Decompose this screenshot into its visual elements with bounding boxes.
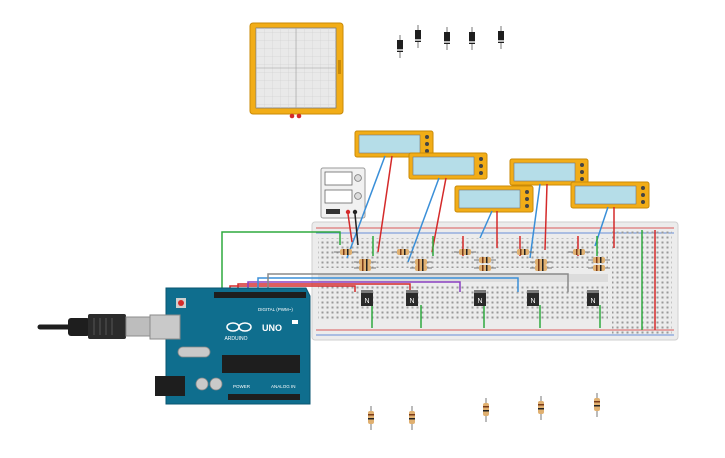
multimeter[interactable]: [509, 158, 589, 186]
digital-header[interactable]: [214, 292, 306, 298]
resistor[interactable]: [409, 406, 415, 430]
oscilloscope[interactable]: [249, 22, 344, 119]
digital-label: DIGITAL (PWM~): [258, 307, 293, 312]
diode[interactable]: [498, 26, 504, 49]
n-transistor[interactable]: N: [527, 290, 539, 306]
resistor[interactable]: [354, 265, 376, 271]
resistor[interactable]: [454, 249, 476, 255]
diode[interactable]: [397, 35, 403, 58]
arduino-uno[interactable]: ARDUINO UNO DIGITAL (PWM~) POWER ANALOG …: [149, 287, 311, 405]
breadboard[interactable]: [311, 221, 679, 341]
n-transistor[interactable]: N: [361, 290, 373, 306]
transistor-label: N: [477, 298, 482, 305]
arduino-brand: ARDUINO: [224, 336, 247, 342]
resistor[interactable]: [594, 393, 600, 417]
resistor[interactable]: [334, 249, 358, 255]
transistor-label: N: [590, 298, 595, 305]
n-transistor[interactable]: N: [474, 290, 486, 306]
power-supply[interactable]: [320, 167, 366, 219]
resistor[interactable]: [474, 257, 496, 263]
power-label: POWER: [233, 384, 251, 389]
transistor-label: N: [364, 298, 369, 305]
power-analog-header[interactable]: [228, 394, 300, 400]
transistor-label: N: [530, 298, 535, 305]
resistor[interactable]: [474, 265, 496, 271]
n-transistor[interactable]: N: [587, 290, 599, 306]
breadboard-resistors: [334, 249, 610, 271]
arduino-model: UNO: [262, 323, 282, 333]
resistor[interactable]: [530, 259, 552, 265]
resistor[interactable]: [410, 265, 432, 271]
transistor-label: N: [409, 298, 414, 305]
usb-cable[interactable]: [37, 314, 153, 339]
diode[interactable]: [444, 27, 450, 50]
power-jack: [155, 376, 185, 396]
resistor[interactable]: [530, 265, 552, 271]
resistor[interactable]: [512, 249, 534, 255]
multimeter[interactable]: [570, 181, 650, 209]
analog-label: ANALOG IN: [271, 384, 296, 389]
on-led: [292, 320, 298, 324]
diode[interactable]: [415, 25, 421, 48]
transistors: N N N N N: [361, 290, 599, 306]
resistor[interactable]: [588, 265, 610, 271]
resistor[interactable]: [392, 249, 414, 255]
loose-resistors: [368, 393, 600, 430]
resistor[interactable]: [410, 259, 432, 265]
resistor[interactable]: [483, 398, 489, 422]
arduino-logo-icon: [226, 322, 252, 332]
usb-port: [149, 314, 181, 340]
diode[interactable]: [469, 27, 475, 50]
n-transistor[interactable]: N: [406, 290, 418, 306]
resistor[interactable]: [588, 257, 610, 263]
multimeter[interactable]: [454, 185, 534, 213]
resistor[interactable]: [568, 249, 590, 255]
resistor[interactable]: [368, 406, 374, 430]
oscilloscope-probe-terminals[interactable]: [289, 113, 302, 119]
microcontroller-chip: [222, 355, 300, 373]
resistor[interactable]: [538, 396, 544, 420]
multimeter[interactable]: [354, 130, 434, 158]
loose-diodes: [397, 25, 504, 58]
multimeter[interactable]: [408, 152, 488, 180]
resistor[interactable]: [354, 259, 376, 265]
